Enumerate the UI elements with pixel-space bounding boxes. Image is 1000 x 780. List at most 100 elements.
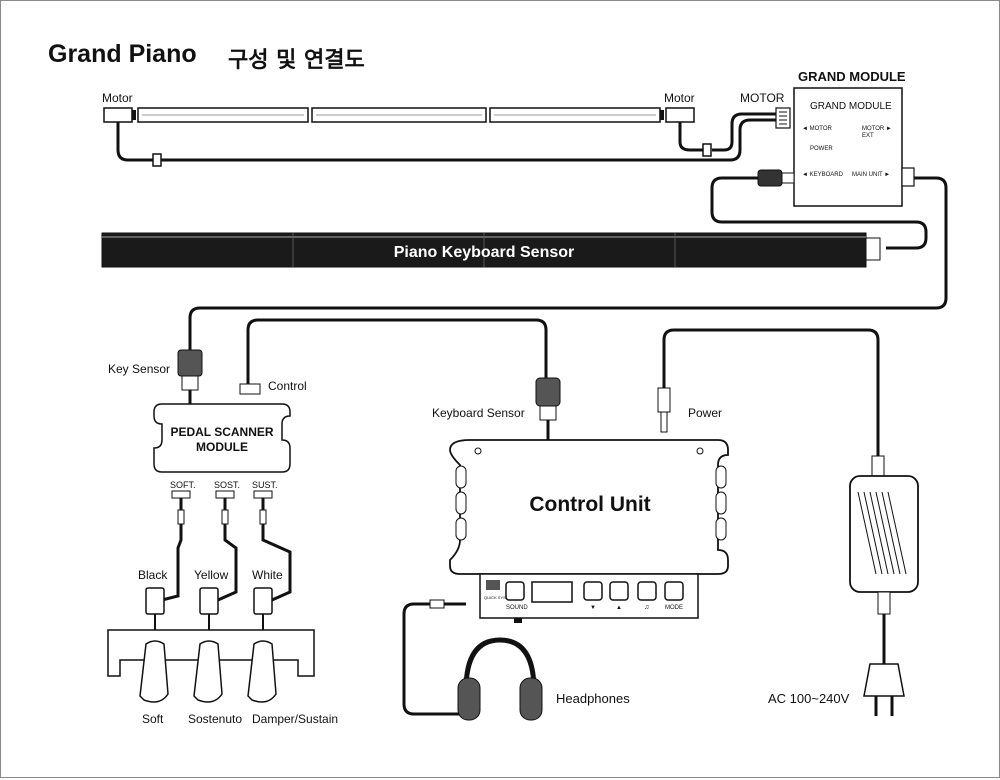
brand-logo: QUICK SYSTEM: [484, 595, 514, 600]
power-port-label: POWER: [810, 146, 833, 152]
adapter-voltage-label: AC 100~240V: [768, 691, 850, 706]
mount-hole: [474, 447, 482, 455]
right-motor: [665, 107, 695, 123]
vent-slot: [715, 465, 727, 489]
sound-button[interactable]: [505, 581, 525, 601]
motor-connector-body: [775, 107, 791, 129]
cable-clip: [702, 143, 712, 157]
metronome-icon: ♫: [644, 604, 649, 611]
display-window: [531, 581, 573, 603]
sensor-color-yellow: Yellow: [194, 568, 229, 582]
control-unit: Keyboard Sensor Power Control Unit QUICK…: [432, 328, 880, 623]
main-unit-port-label: MAIN UNIT ►: [852, 172, 890, 178]
vent-slot: [715, 517, 727, 541]
headphone-jack[interactable]: [514, 618, 522, 623]
motor-port-label: ◄ MOTOR: [802, 126, 832, 132]
keyboard-sensor-label: Keyboard Sensor: [432, 406, 525, 420]
groove: [881, 491, 901, 575]
pedal-sensor-sust: [253, 587, 273, 615]
soft-cable: [161, 498, 183, 602]
vent-slot: [715, 491, 727, 515]
pedal-scanner-box: [153, 403, 291, 473]
port-label-sust: SUST.: [252, 480, 278, 490]
vent-slot: [455, 491, 467, 515]
grand-module-box: [793, 87, 903, 207]
down-button-label: ▼: [590, 605, 596, 611]
pedal-sensor-soft: [145, 587, 165, 615]
motor-cable-label: MOTOR: [740, 91, 785, 105]
main-unit-to-key-sensor-cable: [188, 176, 948, 350]
pedal-assembly: Black Yellow White Soft Sostenuto Damper…: [107, 568, 338, 726]
motor-rail: Motor Motor MOTOR: [102, 91, 785, 123]
right-motor-cable: [678, 122, 704, 152]
metronome-button[interactable]: [637, 581, 657, 601]
pedal-sensor-sost: [199, 587, 219, 615]
sound-button-label: SOUND: [506, 605, 528, 611]
headband-inner: [469, 644, 531, 691]
headphone-cable: [402, 602, 462, 716]
control-unit-box: [449, 439, 729, 575]
control-label: Control: [268, 379, 307, 393]
pedal-name-soft: Soft: [142, 712, 164, 726]
down-button[interactable]: [583, 581, 603, 601]
vent-slot: [455, 517, 467, 541]
pedal-scanner-module: Key Sensor Control PEDAL SCANNER MODULE …: [108, 318, 548, 499]
up-button[interactable]: [609, 581, 629, 601]
pedal-sustain: [247, 640, 277, 703]
motor-ext-port-label-2: EXT: [862, 133, 874, 139]
adapter-body: [849, 475, 919, 593]
sust-cable: [261, 498, 292, 602]
grand-module-box-title: GRAND MODULE: [810, 101, 892, 112]
keyboard-port-label: ◄ KEYBOARD: [802, 172, 844, 178]
groove: [869, 491, 889, 575]
right-earcup: [519, 677, 543, 721]
sensor-bar-label: Piano Keyboard Sensor: [394, 244, 575, 261]
grand-module: GRAND MODULE GRAND MODULE ◄ MOTOR MOTOR …: [793, 69, 915, 207]
power-plug: [657, 387, 671, 413]
usb-cable-line: [710, 176, 928, 250]
mode-button-label: MODE: [665, 605, 683, 611]
port-sust: [253, 490, 273, 499]
port-label-sost: SOST.: [214, 480, 240, 490]
key-sensor-label: Key Sensor: [108, 362, 170, 376]
pedal-name-sustain: Damper/Sustain: [252, 712, 338, 726]
headband: [463, 637, 537, 691]
sensor-color-black: Black: [138, 568, 168, 582]
pedal-scanner-title-1: PEDAL SCANNER: [170, 425, 273, 439]
control-cable: [246, 318, 548, 386]
pedal-name-sostenuto: Sostenuto: [188, 712, 242, 726]
sensor-color-white: White: [252, 568, 283, 582]
power-cable: [662, 328, 880, 460]
pedal-sostenuto: [193, 640, 223, 703]
adapter-strain-relief: [871, 455, 885, 479]
control-unit-title: Control Unit: [529, 493, 650, 516]
right-motor-label: Motor: [664, 91, 695, 105]
left-motor: [103, 107, 133, 123]
rail-segments: [137, 107, 661, 123]
usb-tip: [781, 172, 795, 184]
cable-clip: [259, 509, 267, 525]
cable-clip: [152, 153, 162, 167]
left-earcup: [457, 677, 481, 721]
cable-clip: [177, 509, 185, 525]
adapter-strain-relief-bottom: [877, 591, 891, 615]
port-label-soft: SOFT.: [170, 480, 196, 490]
motor-ext-port-label: MOTOR ►: [862, 126, 892, 132]
headphones-label: Headphones: [556, 691, 630, 706]
sensor-bar-connector: [865, 237, 881, 261]
keyboard-sensor-usb-tip: [539, 405, 557, 421]
piano-keyboard-sensor: Piano Keyboard Sensor: [101, 232, 881, 268]
key-sensor-usb-tip: [181, 375, 199, 391]
ac-adapter: AC 100~240V: [768, 455, 919, 716]
mode-button[interactable]: [664, 581, 684, 601]
motor-connector: [775, 107, 791, 129]
port-sost: [215, 490, 235, 499]
keyboard-sensor-usb-plug: [535, 377, 561, 407]
left-motor-cable: [116, 118, 776, 162]
page-subtitle: 구성 및 연결도: [228, 48, 365, 73]
up-button-label: ▲: [616, 605, 622, 611]
cable-clip: [221, 509, 229, 525]
pedal-soft: [139, 640, 169, 703]
groove: [875, 491, 895, 575]
